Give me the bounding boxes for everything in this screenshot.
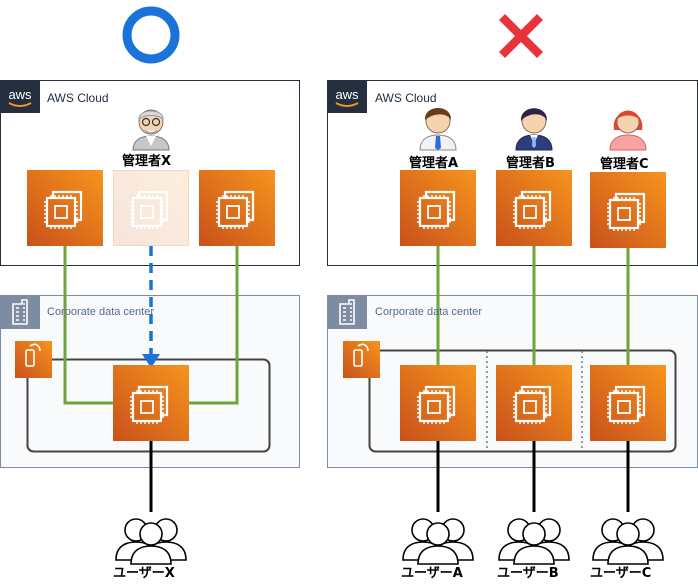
right-ec2-b (496, 170, 572, 246)
right-ec2-a (400, 170, 476, 246)
left-green-link-1 (63, 246, 114, 405)
admin-x-avatar-icon (132, 109, 170, 151)
admin-b-avatar-icon (515, 108, 553, 151)
right-dc-label: Corporate data center (375, 306, 483, 318)
user-a-label: ユーザーA (401, 566, 463, 581)
right-cloud-label: AWS Cloud (375, 91, 437, 105)
user-x-label: ユーザーX (113, 566, 175, 581)
left-ec2-3 (199, 170, 275, 246)
users-c-crowd-icon (592, 518, 664, 565)
aws-logo-icon: aws (0, 80, 40, 113)
admin-c-avatar-icon (609, 110, 647, 151)
user-c-label: ユーザーC (590, 566, 652, 581)
aws-logo-icon: aws (327, 80, 367, 113)
left-ec2-1 (27, 170, 103, 246)
admin-x-label: 管理者X (122, 154, 172, 169)
svg-text:aws: aws (335, 87, 359, 102)
vpn-gateway-icon (343, 341, 380, 378)
left-green-link-2 (189, 246, 239, 405)
right-onprem-box (368, 349, 677, 453)
admin-a-avatar-icon (419, 108, 457, 151)
building-icon (327, 295, 367, 329)
admin-a-label: 管理者A (409, 156, 459, 171)
user-b-label: ユーザーB (497, 566, 559, 581)
left-dc-label: Corporate data center (47, 306, 155, 318)
users-a-crowd-icon (402, 518, 474, 565)
right-ec2-c (590, 172, 666, 248)
left-cloud-label: AWS Cloud (47, 91, 109, 105)
users-b-crowd-icon (498, 518, 570, 565)
left-users-crowd-icon (115, 518, 187, 565)
svg-text:aws: aws (8, 87, 32, 102)
right-onprem-ec2-a (400, 365, 476, 441)
building-icon (0, 295, 40, 329)
admin-b-label: 管理者B (506, 156, 555, 171)
right-onprem-ec2-b (496, 365, 572, 441)
left-onprem-ec2 (113, 365, 189, 441)
left-blue-arrowhead (142, 354, 160, 368)
left-ec2-2-faded (113, 170, 189, 246)
ok-mark (122, 6, 180, 64)
vpn-gateway-icon (15, 341, 52, 378)
ng-mark (499, 14, 543, 58)
right-onprem-ec2-c (590, 365, 666, 441)
admin-c-label: 管理者C (600, 157, 649, 172)
